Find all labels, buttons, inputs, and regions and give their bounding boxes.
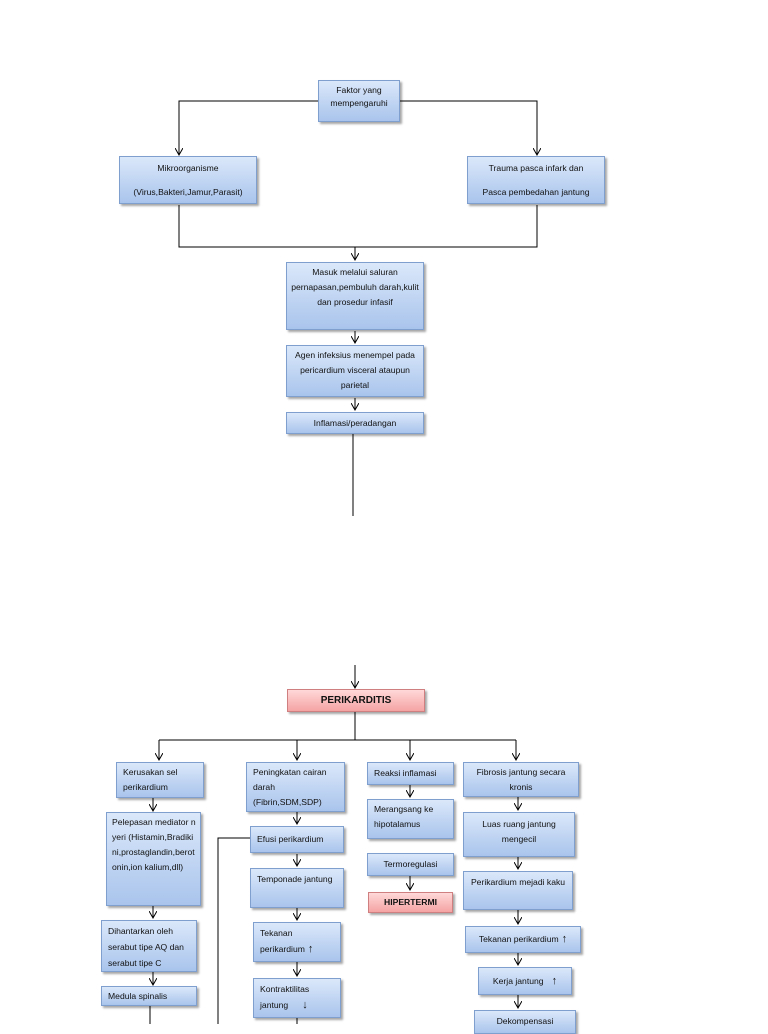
connector-faktor-left <box>179 100 318 155</box>
node-efusi-label: Efusi perikardium <box>257 834 324 844</box>
node-medula-label: Medula spinalis <box>108 991 168 1001</box>
node-termoregulasi-label: Termoregulasi <box>383 859 438 869</box>
connector-faktor-right <box>400 100 537 155</box>
node-dihantarkan: Dihantarkan oleh serabut tipe AQ dan ser… <box>101 920 197 972</box>
node-agen: Agen infeksius menempel pada pericardium… <box>286 345 424 397</box>
node-pelepasan-label: Pelepasan mediator nyeri (Histamin,Bradi… <box>112 817 196 872</box>
node-tekanan-perikardium-label: Tekanan perikardium <box>260 928 305 954</box>
node-perikarditis: PERIKARDITIS <box>287 689 425 712</box>
node-inflamasi: Inflamasi/peradangan <box>286 412 424 434</box>
node-termoregulasi: Termoregulasi <box>367 853 454 876</box>
node-kerja-label: Kerja jantung <box>492 976 544 986</box>
node-masuk: Masuk melalui saluran pernapasan,pembulu… <box>286 262 424 330</box>
node-dihantarkan-label: Dihantarkan oleh serabut tipe AQ dan ser… <box>108 926 184 968</box>
node-reaksi: Reaksi inflamasi <box>367 762 454 785</box>
arrow-up-icon: ↑ <box>561 933 568 945</box>
node-agen-label: Agen infeksius menempel pada pericardium… <box>295 350 415 390</box>
node-medula: Medula spinalis <box>101 986 197 1006</box>
node-dekompensasi-label: Dekompensasi <box>496 1016 554 1026</box>
arrow-down-icon: ↓ <box>302 999 308 1011</box>
node-masuk-label: Masuk melalui saluran pernapasan,pembulu… <box>291 267 419 307</box>
node-merangsang-label: Merangsang ke hipotalamus <box>374 804 434 829</box>
node-perikarditis-label: PERIKARDITIS <box>320 695 392 706</box>
node-efusi: Efusi perikardium <box>250 826 344 853</box>
node-mikroorganisme: Mikroorganisme (Virus,Bakteri,Jamur,Para… <box>119 156 257 204</box>
connector-join <box>178 205 538 248</box>
node-fibrosis-label: Fibrosis jantung secara kronis <box>476 767 566 792</box>
node-hipertermi-label: HIPERTERMI <box>384 897 437 907</box>
node-fibrosis: Fibrosis jantung secara kronis <box>463 762 579 797</box>
node-trauma-line2: Pasca pembedahan jantung <box>482 187 590 197</box>
node-dekompensasi: Dekompensasi <box>474 1010 576 1034</box>
connector-efusi-side <box>217 837 250 1024</box>
node-temponade: Temponade jantung <box>250 868 344 908</box>
node-trauma: Trauma pasca infark dan Pasca pembedahan… <box>467 156 605 204</box>
node-tekanan-perikardium: Tekanan perikardium↑ <box>253 922 341 962</box>
node-tekanan-perikardium-2-label: Tekanan perikardium <box>478 934 559 944</box>
node-kerusakan: Kerusakan sel perikardium <box>116 762 204 798</box>
node-kerusakan-label: Kerusakan sel perikardium <box>123 767 178 792</box>
node-mikroorganisme-detail: (Virus,Bakteri,Jamur,Parasit) <box>133 187 243 197</box>
node-hipertermi: HIPERTERMI <box>368 892 453 913</box>
node-faktor-label: Faktor yang mempengaruhi <box>330 85 388 108</box>
node-reaksi-label: Reaksi inflamasi <box>374 768 437 778</box>
arrow-up-icon: ↑ <box>551 975 558 987</box>
node-kaku-label: Perikardium mejadi kaku <box>470 877 566 887</box>
node-temponade-label: Temponade jantung <box>257 874 333 884</box>
node-luas-label: Luas ruang jantung mengecil <box>482 819 556 844</box>
node-kerja: Kerja jantung ↑ <box>478 967 572 995</box>
node-faktor: Faktor yang mempengaruhi <box>318 80 400 122</box>
node-kontraktilitas-label: Kontraktilitas jantung <box>260 984 310 1010</box>
node-peningkatan: Peningkatan cairan darah (Fibrin,SDM,SDP… <box>246 762 345 812</box>
node-mikroorganisme-title: Mikroorganisme <box>157 163 219 173</box>
node-tekanan-perikardium-2: Tekanan perikardium↑ <box>465 926 581 953</box>
node-pelepasan: Pelepasan mediator nyeri (Histamin,Bradi… <box>106 812 201 906</box>
node-inflamasi-label: Inflamasi/peradangan <box>313 418 397 428</box>
node-trauma-line1: Trauma pasca infark dan <box>488 163 584 173</box>
node-kaku: Perikardium mejadi kaku <box>463 871 573 910</box>
node-merangsang: Merangsang ke hipotalamus <box>367 799 454 839</box>
node-peningkatan-label: Peningkatan cairan darah (Fibrin,SDM,SDP… <box>253 767 327 807</box>
arrow-up-icon: ↑ <box>307 943 314 955</box>
node-luas: Luas ruang jantung mengecil <box>463 812 575 857</box>
node-kontraktilitas: Kontraktilitas jantung↓ <box>253 978 341 1018</box>
